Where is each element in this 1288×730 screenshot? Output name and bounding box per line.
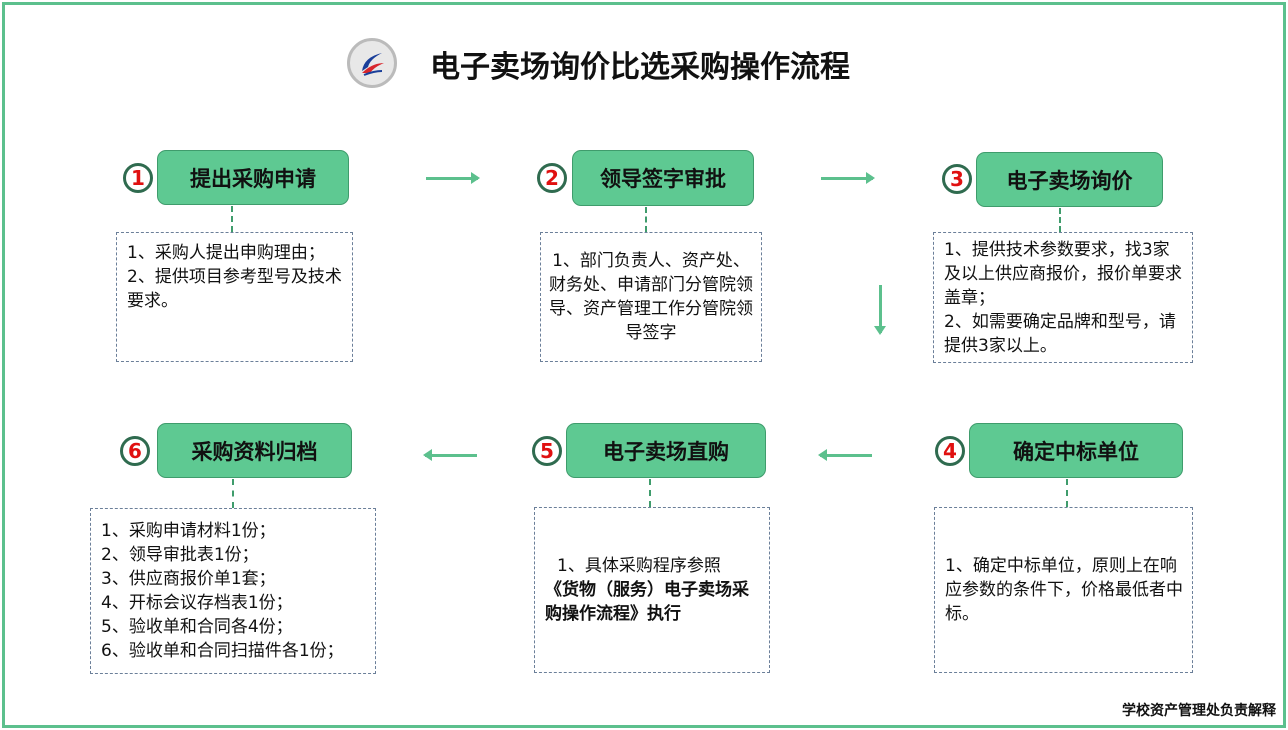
step-3-desc: 1、提供技术参数要求，找3家及以上供应商报价，报价单要求盖章； 2、如需要确定品… — [933, 232, 1193, 363]
step-5-number: 5 — [532, 436, 562, 466]
desc-line: 1、采购申请材料1份； — [101, 521, 276, 541]
desc-line: 3、供应商报价单1套； — [101, 569, 276, 589]
desc-line: 1、部门负责人、资产处、财务处、申请部门分管院领导、资产管理工作分管院领导签字 — [549, 251, 753, 343]
step-4-box: 确定中标单位 — [969, 423, 1183, 478]
arrow-left — [423, 449, 477, 461]
page-title: 电子卖场询价比选采购操作流程 — [430, 50, 850, 85]
desc-line: 1、具体采购程序参照 — [557, 556, 721, 576]
desc-line: 《货物（服务）电子卖场采购操作流程》执行 — [545, 580, 749, 624]
step-5-box: 电子卖场直购 — [566, 423, 766, 478]
desc-line: 1、确定中标单位，原则上在响应参数的条件下，价格最低者中标。 — [945, 556, 1183, 624]
step-6-number: 6 — [120, 436, 150, 466]
step-4-number: 4 — [935, 436, 965, 466]
connector — [232, 479, 234, 508]
step-3-box: 电子卖场询价 — [976, 152, 1163, 207]
step-1-number: 1 — [123, 163, 153, 193]
step-4-desc: 1、确定中标单位，原则上在响应参数的条件下，价格最低者中标。 — [934, 507, 1193, 673]
step-6-desc: 1、采购申请材料1份； 2、领导审批表1份； 3、供应商报价单1套； 4、开标会… — [90, 508, 376, 674]
step-1-box: 提出采购申请 — [157, 150, 349, 205]
desc-line: 6、验收单和合同扫描件各1份； — [101, 641, 344, 661]
connector — [1066, 479, 1068, 507]
desc-line: 2、领导审批表1份； — [101, 545, 259, 565]
desc-line: 5、验收单和合同各4份； — [101, 617, 293, 637]
arrow-down — [874, 285, 886, 335]
step-2-desc: 1、部门负责人、资产处、财务处、申请部门分管院领导、资产管理工作分管院领导签字 — [540, 232, 762, 362]
connector — [645, 207, 647, 232]
desc-line: 1、采购人提出申购理由； — [127, 243, 325, 263]
school-logo — [347, 38, 397, 88]
arrow-left — [818, 449, 872, 461]
desc-line: 1、提供技术参数要求，找3家及以上供应商报价，报价单要求盖章； — [944, 240, 1182, 308]
step-6-box: 采购资料归档 — [157, 423, 352, 478]
desc-line: 4、开标会议存档表1份； — [101, 593, 293, 613]
connector — [231, 206, 233, 232]
arrow-right — [426, 172, 480, 184]
arrow-right — [821, 172, 875, 184]
connector — [1059, 208, 1061, 232]
connector — [649, 479, 651, 507]
desc-line: 2、如需要确定品牌和型号，请提供3家以上。 — [944, 312, 1176, 356]
step-5-desc: 1、具体采购程序参照 《货物（服务）电子卖场采购操作流程》执行 — [534, 507, 770, 673]
step-2-number: 2 — [537, 163, 567, 193]
step-2-box: 领导签字审批 — [572, 150, 754, 206]
step-3-number: 3 — [942, 164, 972, 194]
desc-line: 2、提供项目参考型号及技术要求。 — [127, 267, 342, 311]
step-1-desc: 1、采购人提出申购理由； 2、提供项目参考型号及技术要求。 — [116, 232, 353, 362]
footer-note: 学校资产管理处负责解释 — [1122, 703, 1276, 719]
